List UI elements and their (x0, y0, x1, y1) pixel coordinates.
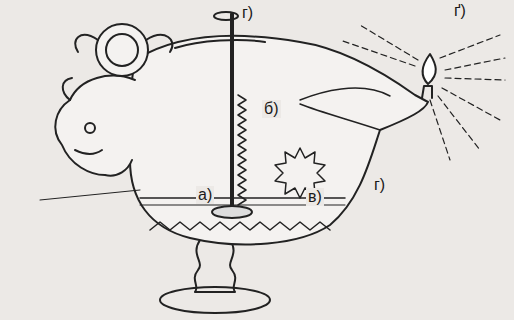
part-label: в) (306, 188, 324, 206)
part-label: а) (196, 186, 214, 204)
part-label: г) (372, 176, 387, 194)
part-label: г) (240, 4, 255, 22)
part-label: б) (262, 100, 281, 118)
part-label: ґ) (452, 2, 468, 20)
